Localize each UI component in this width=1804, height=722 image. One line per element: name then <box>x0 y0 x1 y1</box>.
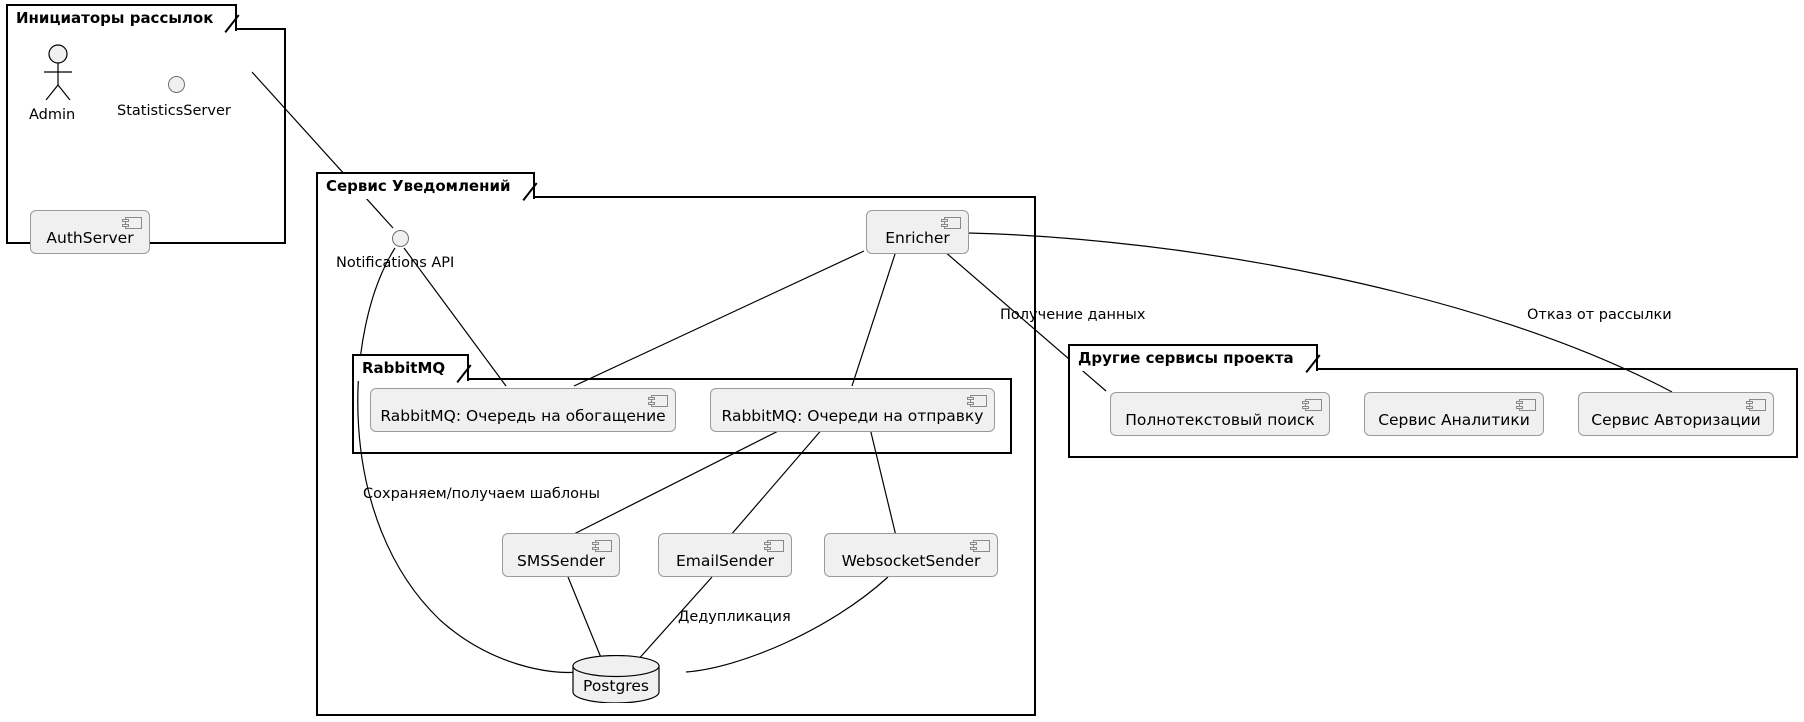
component-analytics-service-label: Сервис Аналитики <box>1378 410 1530 429</box>
component-websocket-sender[interactable]: WebsocketSender <box>824 533 998 577</box>
component-icon <box>970 540 990 552</box>
component-sms-sender-label: SMSSender <box>517 551 605 570</box>
component-queue-send-label: RabbitMQ: Очереди на отправку <box>721 406 984 425</box>
component-icon <box>764 540 784 552</box>
component-sms-sender[interactable]: SMSSender <box>502 533 620 577</box>
edge-label-templates: Сохраняем/получаем шаблоны <box>363 486 600 502</box>
interface-statistics-server-icon[interactable] <box>168 76 185 93</box>
component-icon <box>1302 399 1322 411</box>
edge-label-dedup: Дедупликация <box>678 609 791 625</box>
package-title-other-services: Другие сервисы проекта <box>1068 344 1318 371</box>
interface-statistics-server-label: StatisticsServer <box>117 103 231 119</box>
component-icon <box>592 540 612 552</box>
component-icon <box>967 395 987 407</box>
actor-head-icon <box>48 44 68 64</box>
component-websocket-sender-label: WebsocketSender <box>841 551 981 570</box>
component-auth-server-label: AuthServer <box>46 228 134 247</box>
component-enricher[interactable]: Enricher <box>866 210 969 254</box>
component-icon <box>1746 399 1766 411</box>
package-title-initiators: Инициаторы рассылок <box>6 4 238 31</box>
component-enricher-label: Enricher <box>885 228 950 247</box>
component-icon <box>1516 399 1536 411</box>
interface-notifications-api-icon[interactable] <box>392 230 409 247</box>
actor-admin <box>36 44 80 101</box>
edge-label-get-data: Получение данных <box>1000 307 1146 323</box>
component-icon <box>122 217 142 229</box>
component-email-sender[interactable]: EmailSender <box>658 533 792 577</box>
database-postgres-label: Postgres <box>583 677 649 695</box>
component-queue-enrich-label: RabbitMQ: Очередь на обогащение <box>380 406 666 425</box>
package-notification-service <box>316 196 1036 716</box>
component-auth-service[interactable]: Сервис Авторизации <box>1578 392 1774 436</box>
package-title-notification-service: Сервис Уведомлений <box>316 172 535 199</box>
component-icon <box>648 395 668 407</box>
component-analytics-service[interactable]: Сервис Аналитики <box>1364 392 1544 436</box>
component-queue-send[interactable]: RabbitMQ: Очереди на отправку <box>710 388 995 432</box>
edge-label-unsubscribe: Отказ от рассылки <box>1527 307 1672 323</box>
actor-admin-label: Admin <box>29 107 76 123</box>
database-postgres[interactable]: Postgres <box>572 654 660 704</box>
package-title-rabbitmq: RabbitMQ <box>352 354 470 381</box>
component-auth-server[interactable]: AuthServer <box>30 210 150 254</box>
component-queue-enrich[interactable]: RabbitMQ: Очередь на обогащение <box>370 388 676 432</box>
component-auth-service-label: Сервис Авторизации <box>1591 410 1761 429</box>
component-fulltext-search-label: Полнотекстовый поиск <box>1125 410 1315 429</box>
interface-notifications-api-label: Notifications API <box>336 255 455 271</box>
component-icon <box>941 217 961 229</box>
component-fulltext-search[interactable]: Полнотекстовый поиск <box>1110 392 1330 436</box>
component-email-sender-label: EmailSender <box>676 551 774 570</box>
